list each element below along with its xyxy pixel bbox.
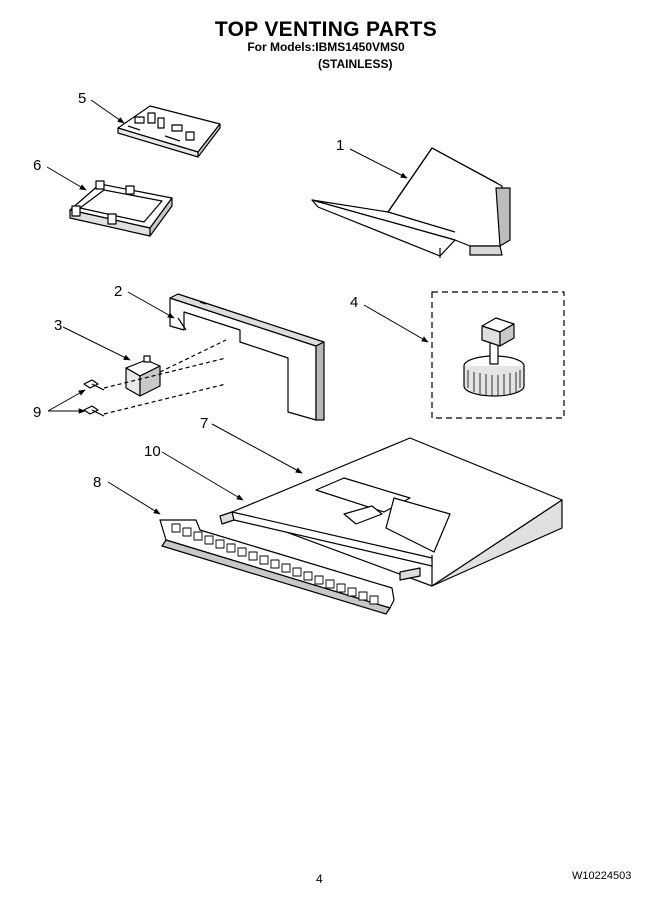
part-3-damper-motor <box>125 355 161 397</box>
part-2-vent-panel <box>169 293 325 421</box>
finish-label: (STAINLESS) <box>318 57 393 71</box>
callout-2: 2 <box>114 283 122 300</box>
part-10-front-trim <box>219 511 433 581</box>
models-line: For Models:IBMS1450VMS0 <box>247 40 405 54</box>
callout-9: 9 <box>33 404 41 421</box>
callout-3: 3 <box>54 317 62 334</box>
part-8-vent-grille <box>159 519 395 615</box>
callout-7: 7 <box>200 415 208 432</box>
part-6-board-housing <box>69 180 173 237</box>
part-1-air-duct <box>311 147 511 258</box>
assembly-lines <box>103 339 227 415</box>
part-4-fan-assembly <box>431 291 565 419</box>
leader-arrows <box>46 99 429 515</box>
part-9-screws <box>83 379 105 417</box>
callout-6: 6 <box>33 157 41 174</box>
callout-5: 5 <box>78 90 86 107</box>
page-number: 4 <box>316 872 323 886</box>
callout-10: 10 <box>144 443 161 460</box>
document-id: W10224503 <box>572 870 632 882</box>
part-5-control-board <box>117 105 221 158</box>
callout-4: 4 <box>350 294 358 311</box>
page-title: TOP VENTING PARTS <box>214 18 438 41</box>
callout-1: 1 <box>336 137 344 154</box>
part-7-top-cover <box>231 437 563 587</box>
callout-8: 8 <box>93 474 101 491</box>
